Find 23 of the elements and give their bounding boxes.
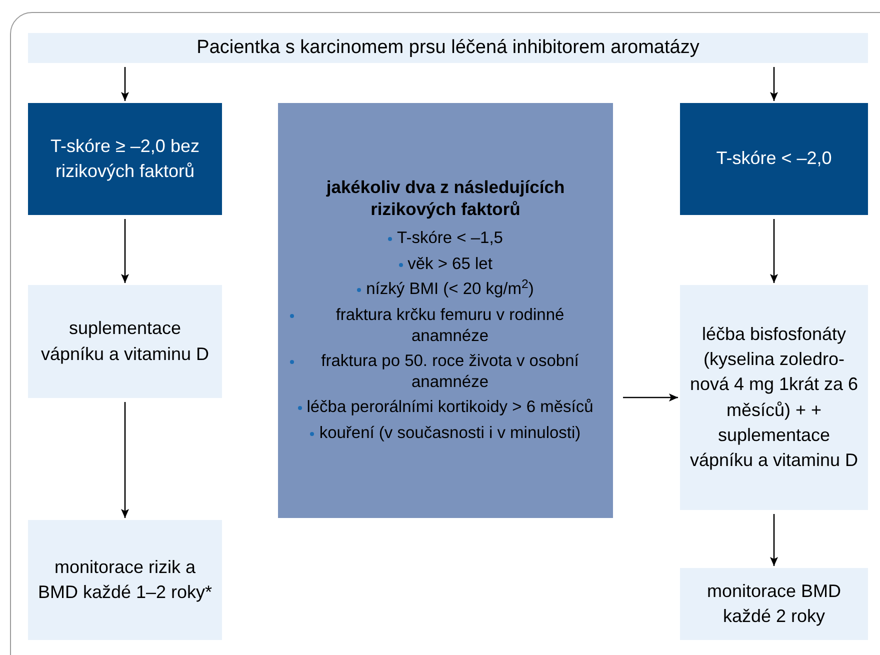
risk-factor-text: T-skóre < –1,5 [397,228,503,249]
heading-text: jakékoliv dva z následujících rizikových faktorů [325,177,566,222]
box-text: suplementace vápníku a vitaminu D [40,317,210,366]
arrow [121,219,129,283]
risk-factor-text: nízký BMI (< 20 kg/m$^{2}$) [366,279,534,300]
box-text: Pacientka s karcinomem prsu léčená inhibitorem aromatázy [196,36,700,60]
decision-box [28,103,222,215]
box-text: monitorace BMD každé 2 roky [706,580,842,628]
box-text: T-skóre < –2,0 [716,147,832,170]
arrow [623,394,678,402]
arrow [121,67,129,101]
arrow [770,67,778,101]
arrow [770,219,778,283]
risk-factor-text: věk > 65 let [408,254,492,274]
box-text: T-skóre ≥ –2,0 bez rizikových faktorů [50,134,200,183]
risk-factor-text: léčba perorálními kortikoidy > 6 měsíců [306,397,594,418]
arrow [121,402,129,518]
arrow [770,514,778,566]
box-text: monitorace rizik a BMD každé 1–2 roky* [36,556,214,604]
risk-factor-text: kouření (v současnosti i v minulosti) [319,423,581,444]
risk-factor-box [278,103,613,518]
box-text: léčba bisfosfonáty (kyselina zoledro-nová 4 mg 1krát za 6 měsíců) + + suplementace vápníku a vitaminu D [688,322,860,472]
decision-box [680,103,868,215]
